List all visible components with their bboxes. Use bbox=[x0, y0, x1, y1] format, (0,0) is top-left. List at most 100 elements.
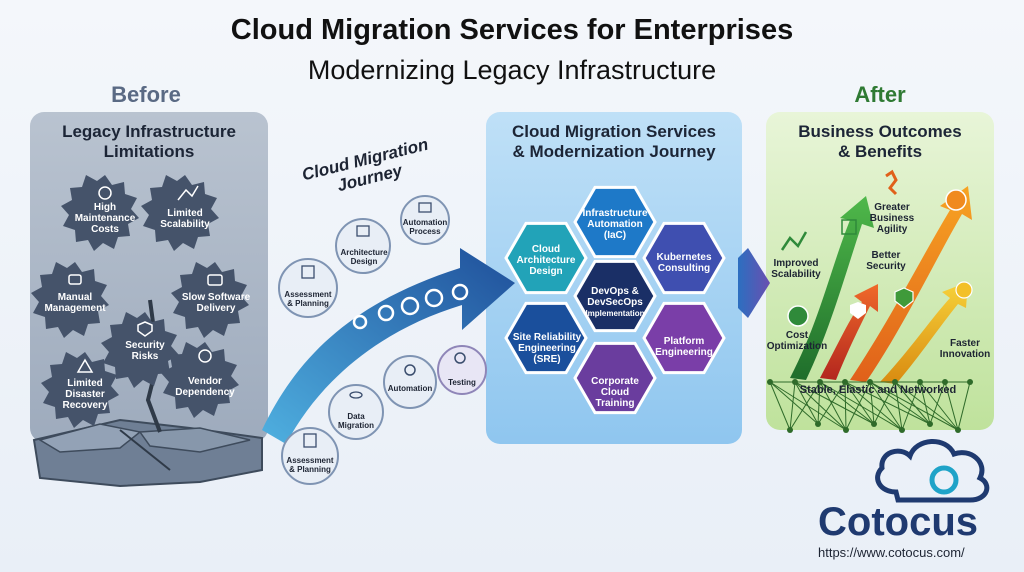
network-link bbox=[901, 381, 921, 431]
network-link bbox=[844, 381, 931, 425]
network-link bbox=[817, 381, 821, 425]
step-label: Assessment& Planning bbox=[286, 456, 334, 474]
shield-icon bbox=[137, 321, 153, 337]
hex-cloud bbox=[504, 221, 588, 295]
step-circle bbox=[437, 345, 487, 395]
hex-stack bbox=[642, 301, 726, 375]
transition-arrow bbox=[738, 248, 770, 318]
shield-check-icon bbox=[894, 287, 914, 309]
cotocus-logo bbox=[875, 439, 990, 503]
gear-icon bbox=[929, 465, 959, 495]
network-link bbox=[794, 381, 847, 431]
cloud-title: Cloud Migration Services& Modernization … bbox=[511, 122, 717, 161]
cycle-icon bbox=[451, 283, 469, 301]
subtitle: Modernizing Legacy Infrastructure bbox=[307, 55, 717, 85]
network-link bbox=[769, 381, 791, 431]
network-link bbox=[873, 381, 896, 425]
automation-icon bbox=[418, 202, 432, 213]
journey-steps bbox=[278, 195, 487, 485]
step-circle bbox=[278, 258, 338, 318]
step-circle bbox=[328, 384, 384, 440]
network-node bbox=[817, 379, 823, 385]
gear-icon bbox=[404, 364, 416, 376]
network-link bbox=[894, 381, 959, 431]
runner-icon bbox=[885, 169, 898, 196]
network-link bbox=[869, 381, 875, 425]
hex-presentation bbox=[573, 341, 657, 415]
network-node bbox=[787, 427, 793, 433]
network-node bbox=[843, 427, 849, 433]
hex-infinity bbox=[573, 259, 657, 333]
clipboard-icon bbox=[303, 433, 317, 448]
shield-check-icon bbox=[850, 302, 866, 319]
database-icon bbox=[349, 391, 363, 399]
network-node bbox=[899, 427, 905, 433]
network-link bbox=[819, 381, 847, 431]
network-node bbox=[917, 379, 923, 385]
burst-badge bbox=[171, 262, 249, 338]
network-link bbox=[845, 381, 871, 431]
burst-badge bbox=[141, 175, 219, 251]
network-link bbox=[869, 381, 931, 425]
main-title: Cloud Migration Services for Enterprises bbox=[230, 14, 794, 46]
hex-cloud-network bbox=[573, 185, 657, 259]
network-link bbox=[919, 381, 931, 425]
before-label: Before bbox=[111, 82, 181, 107]
burst-badge bbox=[61, 175, 139, 251]
network-link bbox=[844, 381, 847, 431]
network-link bbox=[789, 381, 796, 431]
dollar-coin-icon bbox=[945, 189, 967, 211]
brand-url[interactable]: https://www.cotocus.com/ bbox=[818, 545, 965, 560]
search-doc-icon bbox=[301, 265, 315, 279]
gear-icon bbox=[424, 288, 444, 308]
step-circle bbox=[383, 355, 437, 409]
network-link bbox=[944, 381, 959, 431]
burst-badge bbox=[41, 352, 119, 428]
network-link bbox=[819, 381, 875, 425]
growth-arrows-icon bbox=[780, 231, 808, 251]
network-link bbox=[789, 381, 821, 431]
step-circle bbox=[281, 427, 339, 485]
gear-icon bbox=[400, 296, 420, 316]
gear-icon bbox=[377, 304, 395, 322]
network-link bbox=[957, 381, 971, 431]
network-link bbox=[794, 381, 875, 425]
bar-chart-icon bbox=[841, 219, 857, 235]
lock-icon bbox=[198, 349, 212, 363]
network-node bbox=[767, 379, 773, 385]
scale-arrows-icon bbox=[177, 185, 199, 201]
network-node bbox=[871, 421, 877, 427]
step-circle bbox=[400, 195, 450, 245]
network-node bbox=[842, 379, 848, 385]
network-link bbox=[894, 381, 903, 431]
service-hexes bbox=[504, 185, 726, 415]
burst-badge bbox=[31, 262, 109, 338]
network-node bbox=[867, 379, 873, 385]
outcomes-title: Business Outcomes& Benefits bbox=[798, 122, 962, 161]
hand-icon bbox=[68, 274, 82, 285]
network-link bbox=[919, 381, 959, 431]
network-node bbox=[815, 421, 821, 427]
dollar-hand-icon bbox=[98, 186, 112, 200]
journey-arrow bbox=[262, 248, 515, 444]
step-circle bbox=[335, 218, 391, 274]
warning-icon bbox=[76, 358, 94, 373]
